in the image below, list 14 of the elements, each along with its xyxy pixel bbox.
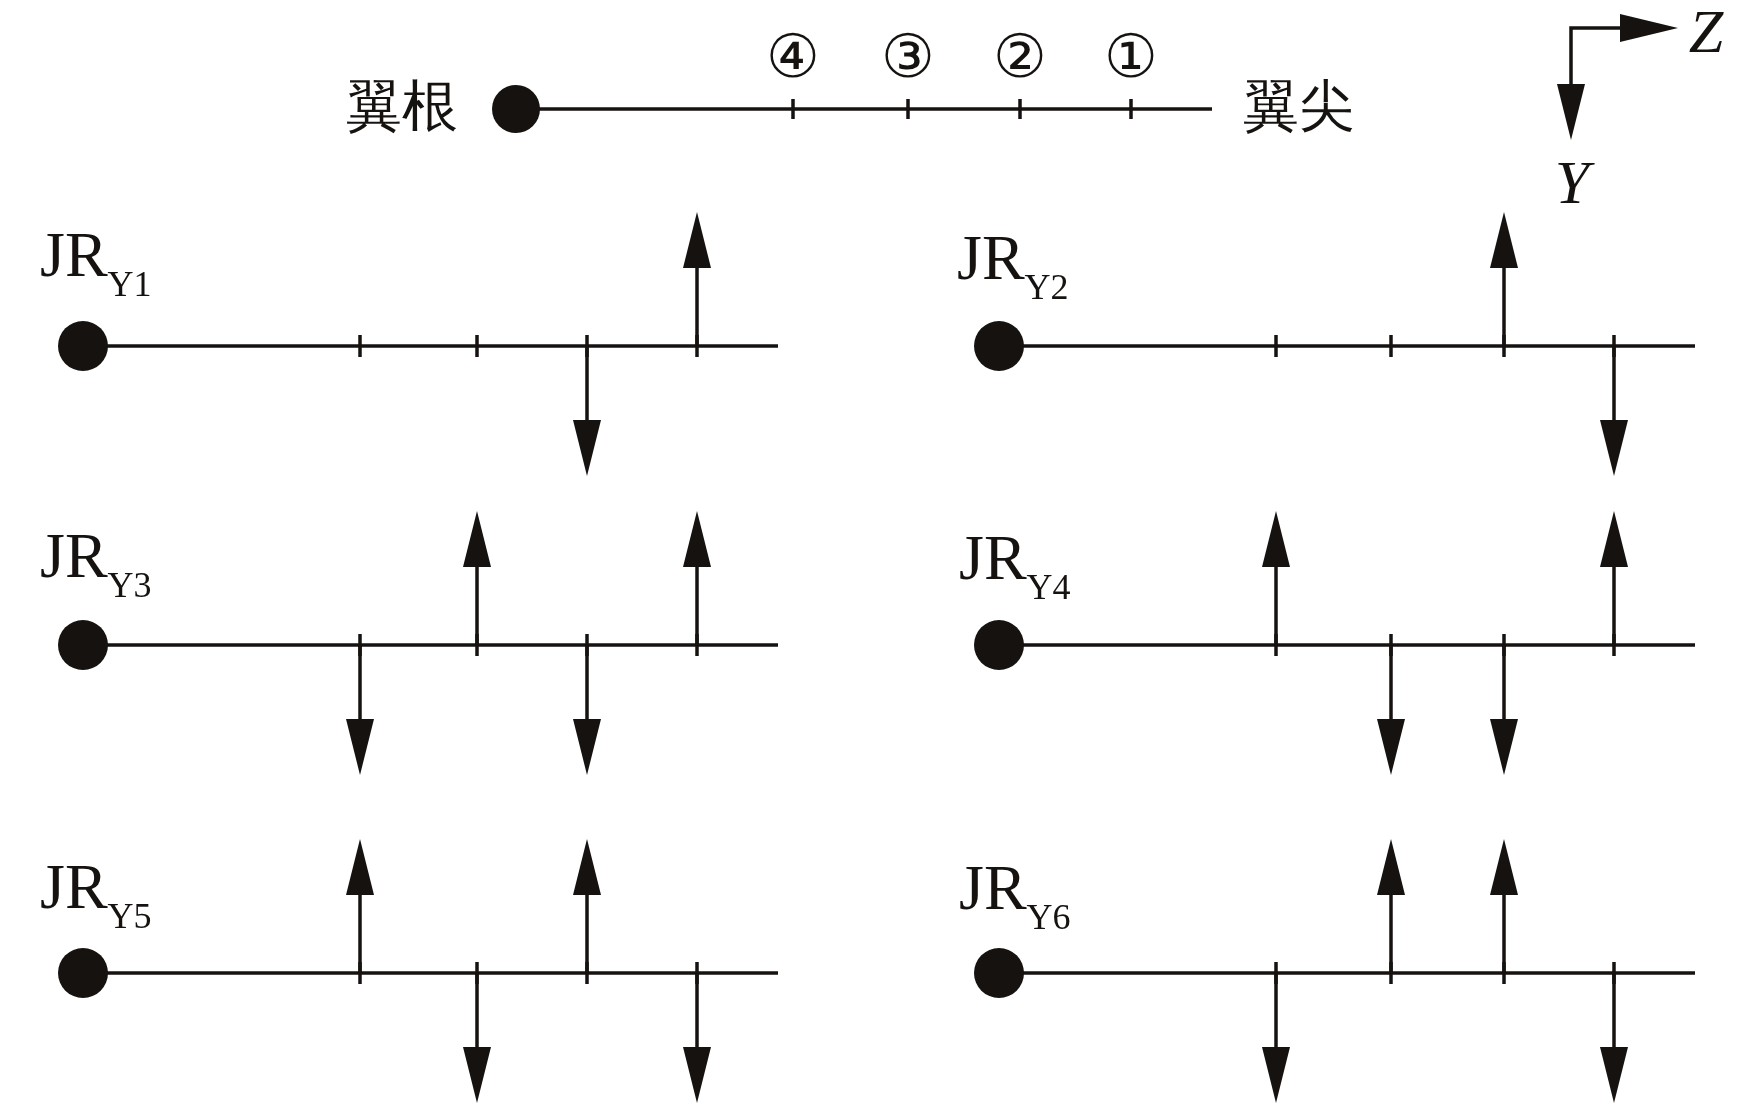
mode-label: JR$_{Y6}$ [959, 856, 1071, 935]
mode-label: JR$_{Y4}$ [959, 526, 1071, 605]
mode-label: JR$_{Y1}$ [40, 223, 152, 302]
axis-label: Z [1687, 0, 1725, 62]
axis-label: Y [1548, 151, 1602, 213]
position-number: ① [1104, 26, 1158, 86]
mode-label: JR$_{Y2}$ [957, 226, 1069, 305]
wing-tip-label: 翼尖 [1243, 78, 1355, 134]
position-number: ② [993, 26, 1047, 86]
position-number: ③ [881, 26, 935, 86]
mode-label: JR$_{Y5}$ [40, 855, 152, 934]
position-number: ④ [766, 26, 820, 86]
wing-root-label: 翼根 [346, 78, 458, 134]
mode-label: JR$_{Y3}$ [40, 524, 152, 603]
